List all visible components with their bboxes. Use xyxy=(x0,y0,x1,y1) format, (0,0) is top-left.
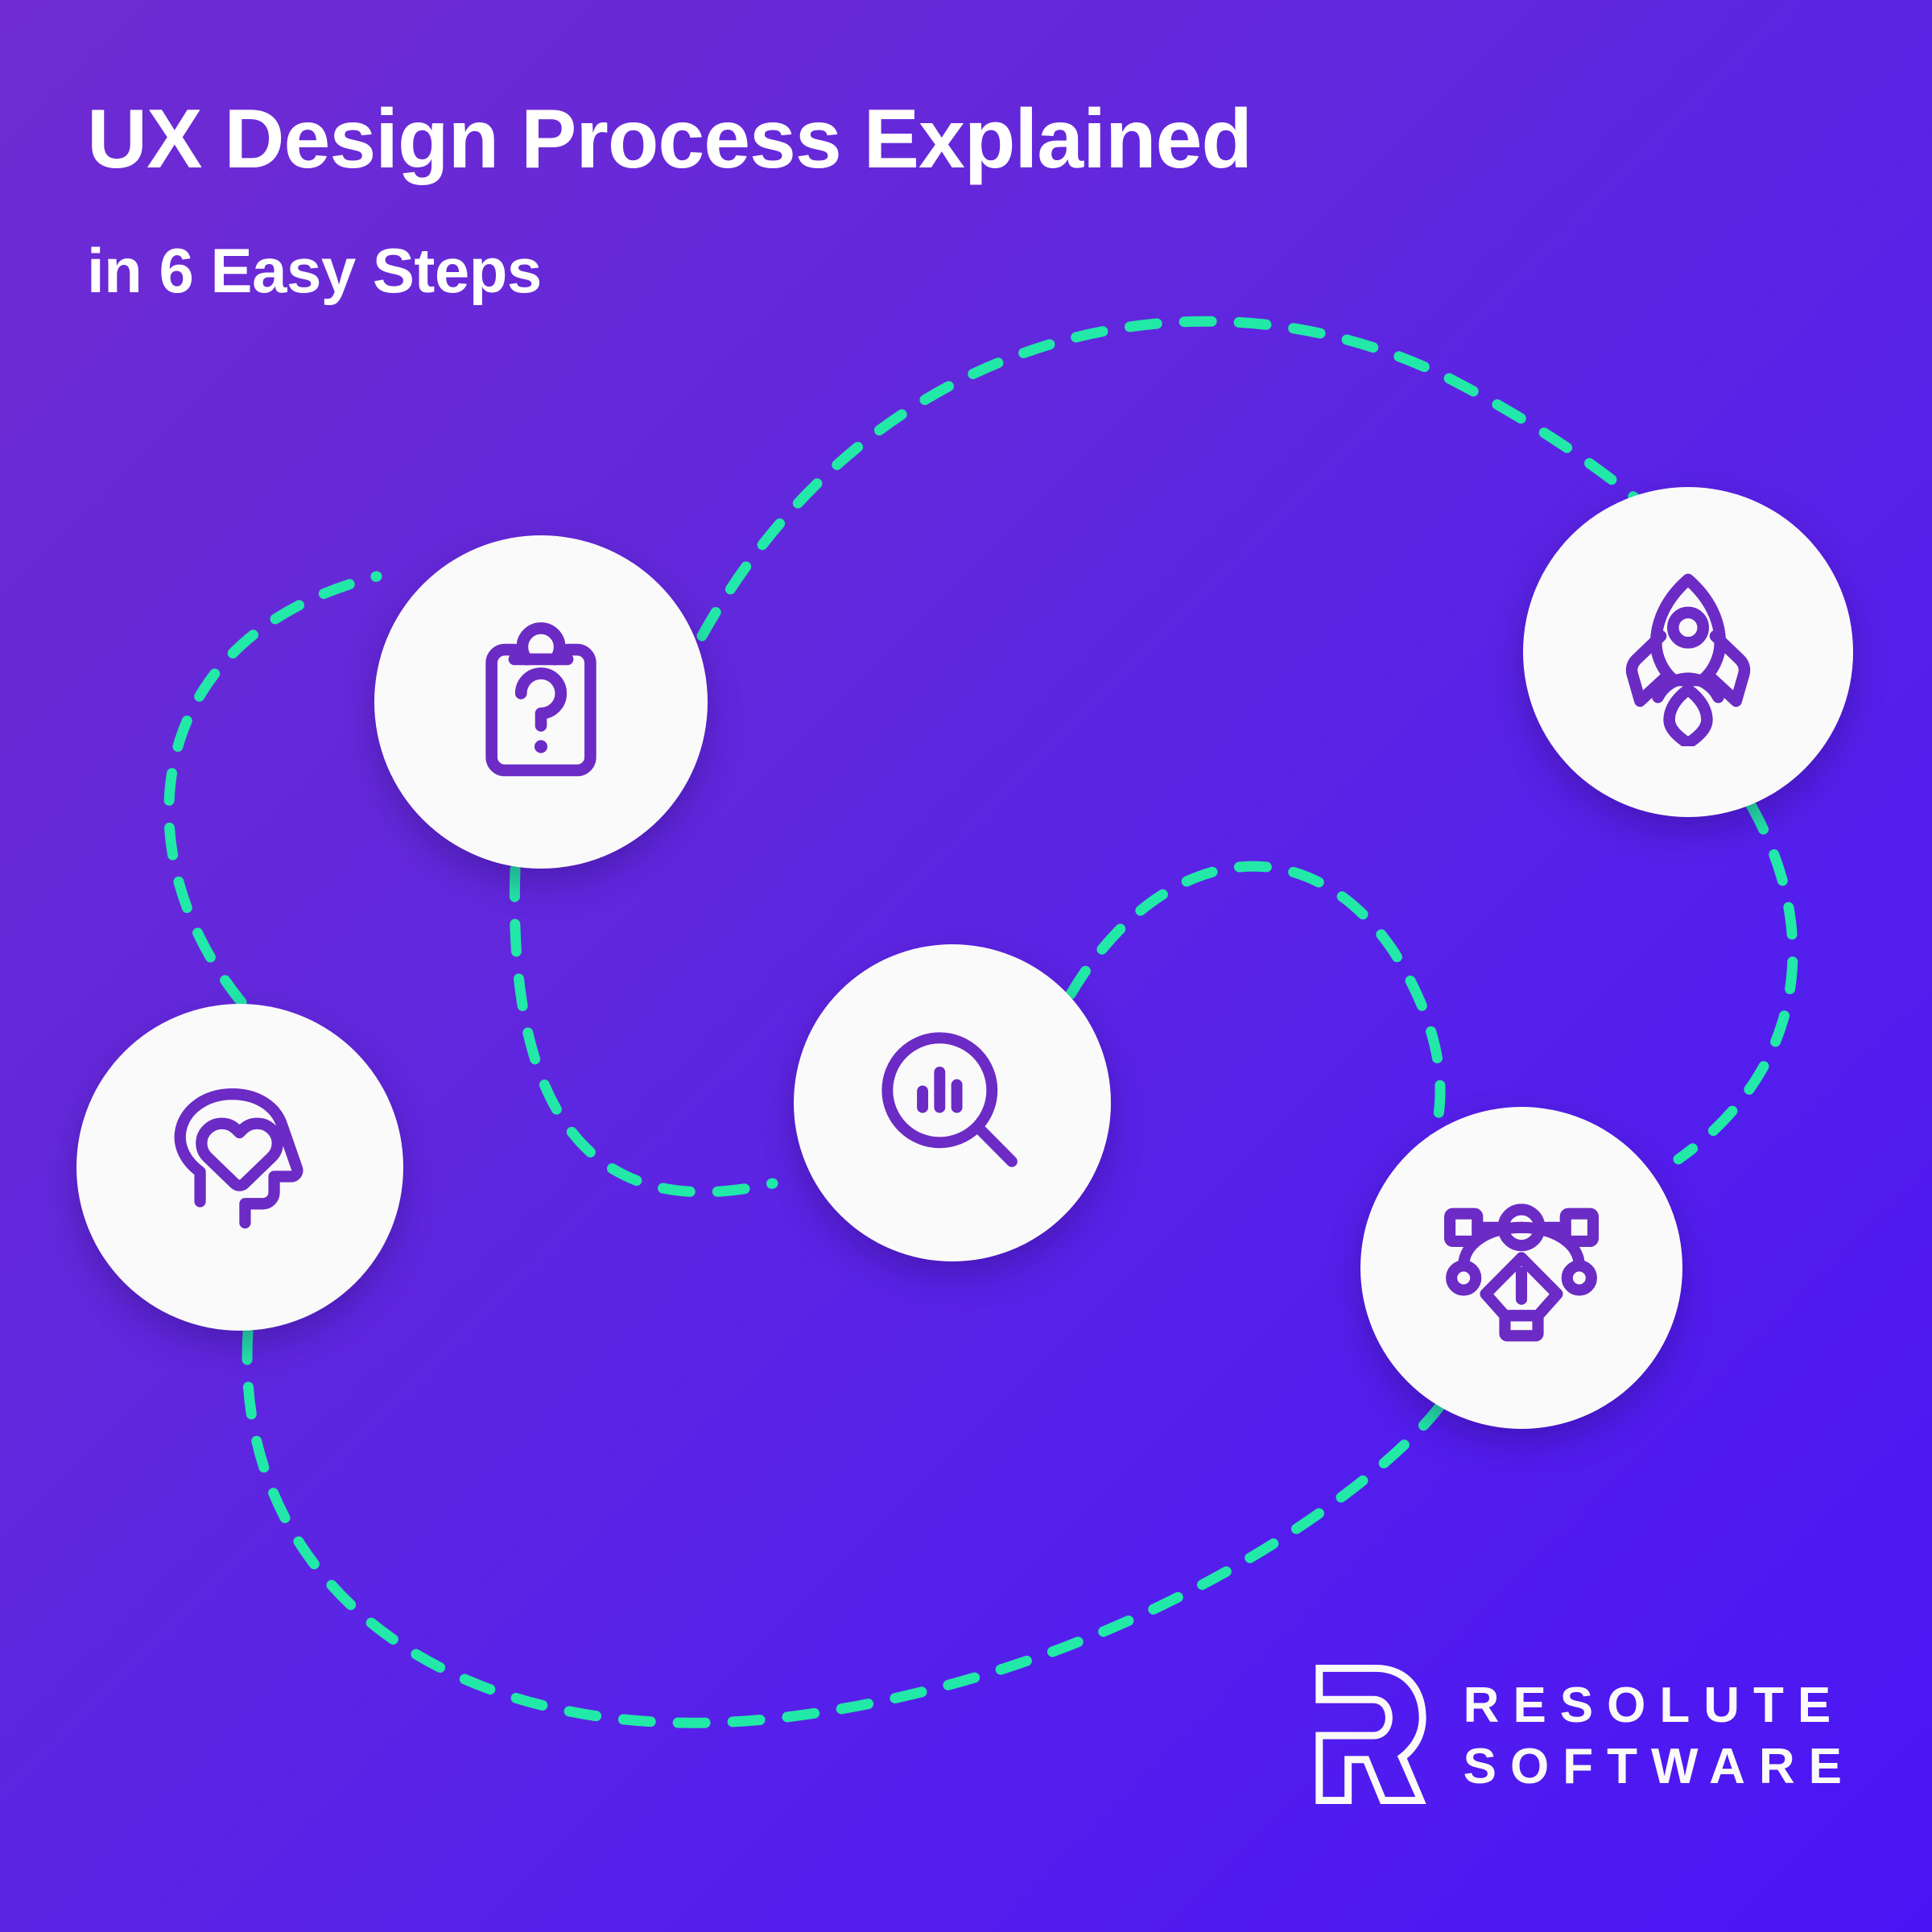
step-node-design[interactable] xyxy=(1360,1107,1682,1429)
connector-segment-3 xyxy=(1673,799,1798,1165)
step-node-launch[interactable] xyxy=(1523,487,1853,817)
brand-line-2: SOFTWARE xyxy=(1463,1739,1856,1794)
step-node-research[interactable] xyxy=(794,944,1111,1261)
magnifier-chart-icon xyxy=(881,1032,1018,1167)
rocket-icon xyxy=(1625,573,1751,746)
head-heart-icon xyxy=(174,1088,303,1229)
page-title: UX Design Process Explained xyxy=(87,93,1253,186)
connector-segment-5 xyxy=(1065,861,1446,1165)
headline-block: UX Design Process Explained in 6 Easy St… xyxy=(87,95,1616,306)
connector-segment-6 xyxy=(242,1327,1447,1728)
brand-logo: RESOLUTE SOFTWARE xyxy=(1311,1660,1856,1813)
clipboard-question-icon xyxy=(485,622,597,777)
connector-segment-1 xyxy=(163,571,382,1008)
pen-tool-icon xyxy=(1444,1203,1599,1342)
logo-mark-svg xyxy=(1315,1664,1426,1805)
step-node-define[interactable] xyxy=(374,535,708,869)
connector-segment-4 xyxy=(509,864,778,1198)
resolute-r-logo-icon xyxy=(1311,1660,1431,1813)
step-node-empathize[interactable] xyxy=(76,1004,403,1331)
page-subtitle: in 6 Easy Steps xyxy=(87,235,542,307)
brand-line-1: RESOLUTE xyxy=(1463,1678,1845,1733)
brand-wordmark: RESOLUTE SOFTWARE xyxy=(1463,1681,1856,1792)
